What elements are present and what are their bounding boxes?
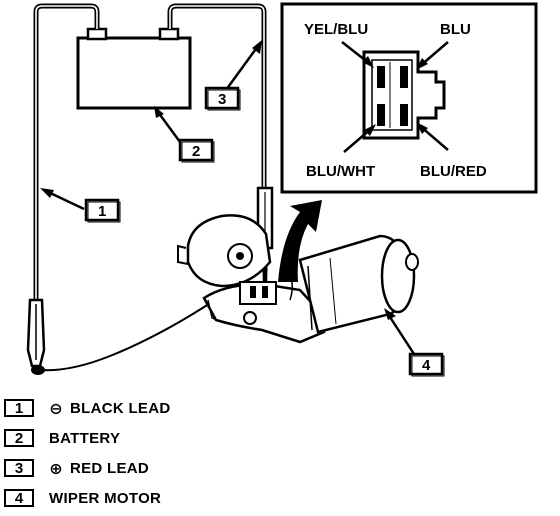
legend-row-1: 1 ⊖ BLACK LEAD <box>4 396 304 420</box>
legend-text: BLACK LEAD <box>70 399 171 417</box>
legend-number: 4 <box>4 489 34 507</box>
callout-3-number: 3 <box>218 91 226 108</box>
connector-inset <box>280 2 538 194</box>
legend-text: WIPER MOTOR <box>49 489 162 507</box>
legend-row-3: 3 ⊕ RED LEAD <box>4 456 304 480</box>
legend-number: 3 <box>4 459 34 477</box>
positive-icon: ⊕ <box>49 458 63 478</box>
callout-2: 2 <box>154 106 215 163</box>
callout-4-number: 4 <box>422 357 431 374</box>
connector-label-yel-blu: YEL/BLU <box>304 21 368 38</box>
legend-text: RED LEAD <box>70 459 150 477</box>
connector-label-blu: BLU <box>440 21 471 38</box>
legend-number: 2 <box>4 429 34 447</box>
callout-3: 3 <box>204 40 262 111</box>
ground-wire <box>39 299 216 372</box>
callout-4: 4 <box>384 308 445 377</box>
detail-arrow <box>278 200 322 282</box>
connector-label-blu-red: BLU/RED <box>420 163 487 180</box>
connector-label-blu-wht: BLU/WHT <box>306 163 375 180</box>
legend: 1 ⊖ BLACK LEAD 2 BATTERY 3 ⊕ RED LEAD 4 … <box>4 396 304 516</box>
black-lead-clip <box>26 298 46 375</box>
legend-number: 1 <box>4 399 34 417</box>
battery <box>76 27 192 110</box>
legend-text: BATTERY <box>49 429 121 447</box>
negative-icon: ⊖ <box>49 398 63 418</box>
legend-row-4: 4 WIPER MOTOR <box>4 486 304 510</box>
callout-2-number: 2 <box>192 143 200 160</box>
callout-1: 1 <box>40 188 121 223</box>
callout-1-number: 1 <box>98 203 106 220</box>
wiper-motor <box>177 214 419 344</box>
legend-row-2: 2 BATTERY <box>4 426 304 450</box>
